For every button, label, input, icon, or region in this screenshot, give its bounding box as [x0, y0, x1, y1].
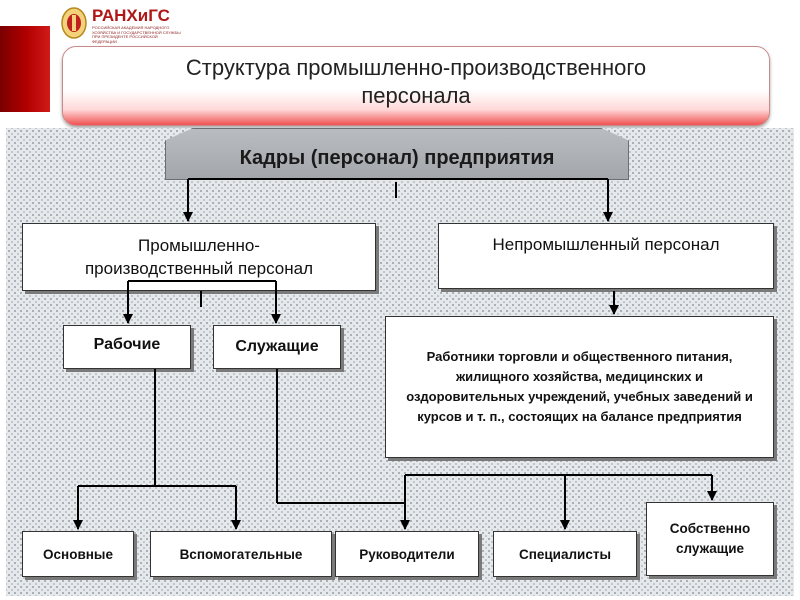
node-employees-label: Служащие [235, 338, 319, 355]
logo: РАНХиГС РОССИЙСКАЯ АКАДЕМИЯ НАРОДНОГО ХО… [60, 6, 190, 44]
title-banner: Структура промышленно-производственного … [62, 46, 770, 126]
node-managers-label: Руководители [359, 546, 455, 562]
node-specialists: Специалисты [493, 531, 637, 577]
node-ppp: Промышленно-производственный персонал [22, 223, 376, 291]
node-own-employees-label: Собственно служащие [669, 521, 751, 556]
node-ppp-label: Промышленно-производственный персонал [84, 236, 314, 278]
node-specialists-label: Специалисты [518, 546, 612, 562]
logo-subtitle: РОССИЙСКАЯ АКАДЕМИЯ НАРОДНОГО ХОЗЯЙСТВА … [92, 25, 181, 44]
node-workers: Рабочие [63, 325, 191, 369]
node-employees: Служащие [213, 325, 341, 369]
node-workers-label: Рабочие [93, 336, 161, 353]
node-main-workers-label: Основные [43, 546, 113, 562]
node-root: Кадры (персонал) предприятия [165, 128, 629, 180]
node-own-employees: Собственно служащие [646, 502, 774, 576]
node-auxiliary-workers: Вспомогательные [150, 531, 332, 577]
emblem-icon [61, 7, 87, 39]
node-nonindustrial-description-label: Работники торговли и общественного питан… [406, 349, 753, 424]
page-title: Структура промышленно-производственного … [185, 55, 647, 108]
node-root-label: Кадры (персонал) предприятия [239, 146, 555, 169]
accent-bar [0, 26, 50, 112]
node-nonindustrial: Непромышленный персонал [438, 223, 774, 289]
node-nonindustrial-description: Работники торговли и общественного питан… [385, 316, 774, 458]
node-auxiliary-workers-label: Вспомогательные [179, 546, 303, 562]
logo-text: РАНХиГС [92, 6, 170, 25]
node-nonindustrial-label: Непромышленный персонал [492, 235, 720, 254]
node-managers: Руководители [335, 531, 479, 577]
node-main-workers: Основные [22, 531, 134, 577]
